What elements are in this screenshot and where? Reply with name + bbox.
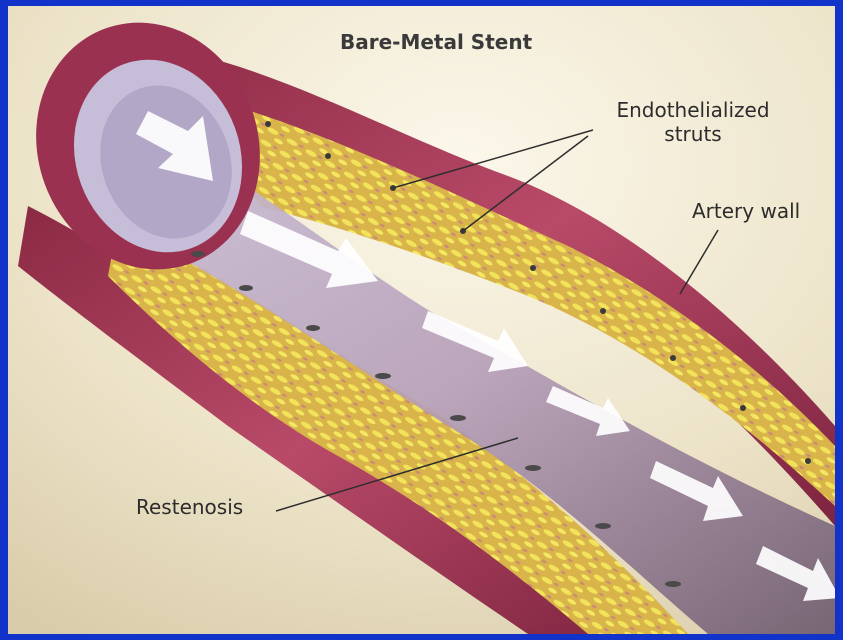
label-endothelialized-struts: Endothelialized struts [598, 98, 788, 146]
label-artery-wall: Artery wall [692, 199, 800, 223]
label-restenosis: Restenosis [136, 495, 243, 519]
diagram-title: Bare-Metal Stent [340, 30, 532, 54]
label-struts-line2: struts [598, 122, 788, 146]
label-struts-line1: Endothelialized [598, 98, 788, 122]
